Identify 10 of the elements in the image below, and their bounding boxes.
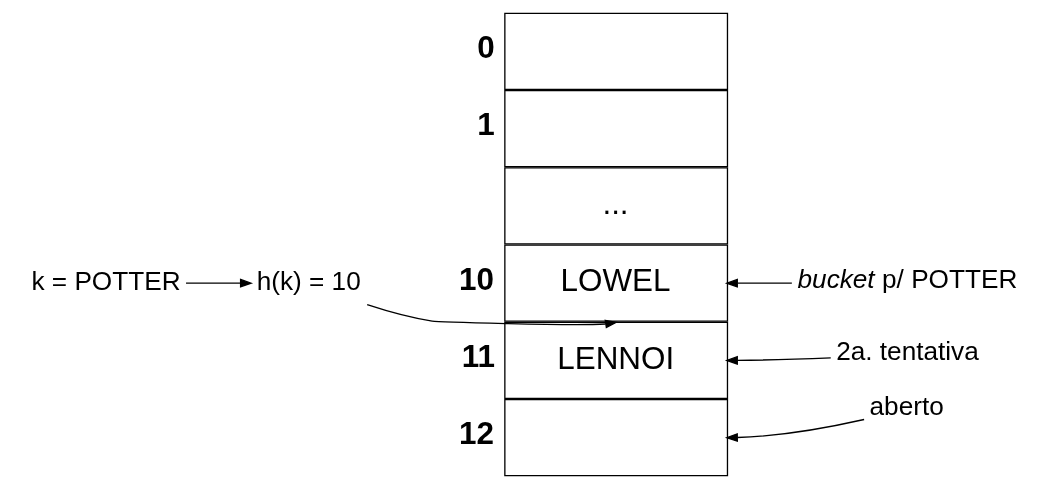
node-label: 1 bbox=[476, 107, 495, 143]
node-text: bucket p/ POTTER bbox=[797, 264, 1017, 295]
node-text: 2a. tentativa bbox=[835, 336, 979, 367]
node-text: aberto bbox=[869, 391, 944, 422]
node-label: 12 bbox=[458, 416, 494, 452]
node-label: 0 bbox=[476, 30, 495, 66]
node-text: k = POTTER bbox=[30, 265, 181, 296]
node-text: h(k) = 10 bbox=[256, 265, 361, 296]
node-label: 11 bbox=[461, 339, 495, 375]
node-label: 10 bbox=[458, 261, 494, 297]
